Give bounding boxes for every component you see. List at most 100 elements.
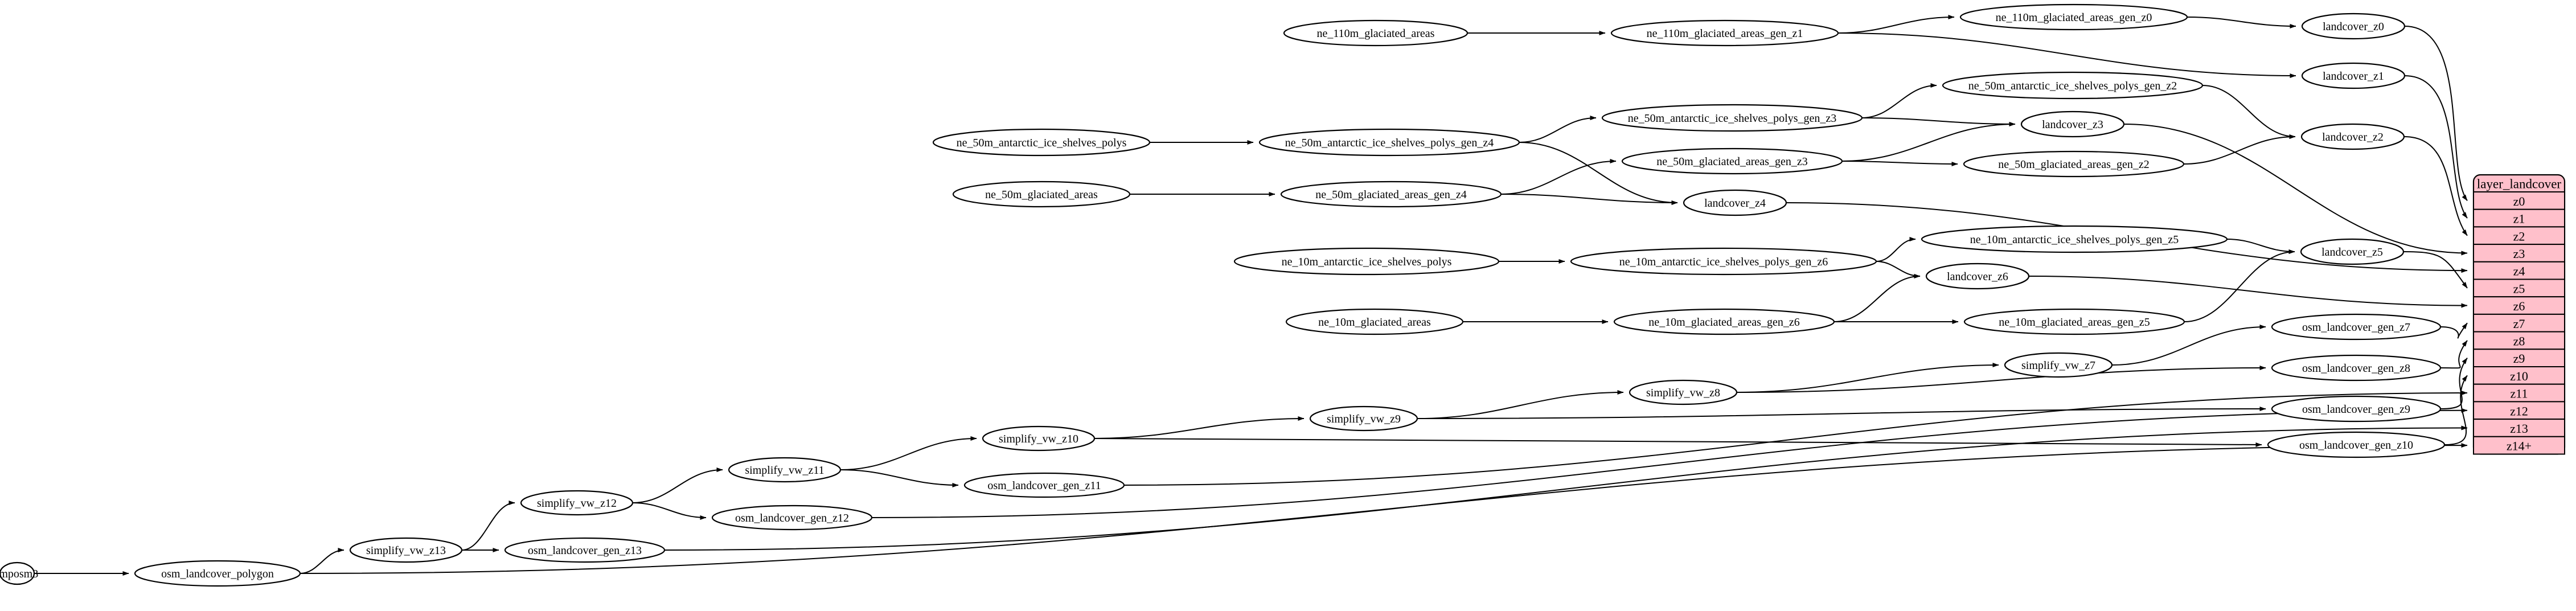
- graph-node-simplify_vw_z13[interactable]: simplify_vw_z13: [349, 537, 463, 563]
- table-row[interactable]: [2473, 208, 2565, 228]
- table-cell-z12: z12: [2510, 404, 2528, 418]
- node-shape: [1233, 247, 1500, 276]
- graph-node-ne_50m_glaciated_areas[interactable]: ne_50m_glaciated_areas: [952, 181, 1131, 208]
- edge-simplify_vw_z12-to-osm_landcover_gen_z12: [632, 502, 707, 520]
- table-row[interactable]: [2473, 244, 2565, 263]
- edge-simplify_vw_z10-to-simplify_vw_z9: [1094, 416, 1305, 439]
- table-row[interactable]: [2473, 401, 2565, 420]
- node-label: simplify_vw_z9: [1327, 413, 1401, 425]
- graph-node-ne_10m_antarctic_ice_shelves_polys_gen_z5[interactable]: ne_10m_antarctic_ice_shelves_polys_gen_z…: [1921, 225, 2228, 253]
- edge-ne_10m_antarctic_ice_shelves_polys_gen_z5-to-landcover_z5: [2226, 239, 2295, 254]
- table-cell-z1: z1: [2513, 212, 2525, 226]
- graph-node-ne_10m_antarctic_ice_shelves_polys[interactable]: ne_10m_antarctic_ice_shelves_polys: [1233, 247, 1500, 276]
- graph-node-simplify_vw_z10[interactable]: simplify_vw_z10: [982, 425, 1096, 452]
- table-cell-z2: z2: [2513, 229, 2525, 243]
- node-shape: [1610, 19, 1839, 47]
- graph-node-osm_landcover_polygon[interactable]: osm_landcover_polygon: [134, 560, 301, 587]
- node-label: simplify_vw_z10: [999, 433, 1078, 445]
- node-shape: [963, 472, 1125, 498]
- graph-node-osm_landcover_gen_z8[interactable]: osm_landcover_gen_z8: [2271, 354, 2442, 382]
- edge-ne_50m_glaciated_areas_gen_z4-to-landcover_z4: [1500, 194, 1678, 205]
- table-cell-z0: z0: [2513, 194, 2525, 208]
- graph-node-simplify_vw_z7[interactable]: simplify_vw_z7: [2004, 352, 2113, 378]
- graph-node-simplify_vw_z8[interactable]: simplify_vw_z8: [1629, 379, 1738, 405]
- table-row[interactable]: [2473, 383, 2565, 403]
- node-label: osm_landcover_gen_z12: [735, 512, 849, 524]
- graph-node-ne_50m_glaciated_areas_gen_z3[interactable]: ne_50m_glaciated_areas_gen_z3: [1621, 147, 1843, 175]
- graph-node-landcover_z3[interactable]: landcover_z3: [2020, 110, 2125, 138]
- graph-node-ne_110m_glaciated_areas[interactable]: ne_110m_glaciated_areas: [1283, 19, 1469, 47]
- graph-node-landcover_z0[interactable]: landcover_z0: [2301, 13, 2406, 40]
- nodes-layer: imposm3 osm_landcover_polygon simplify_vw_…: [0, 3, 2446, 587]
- node-shape: [1942, 71, 2204, 100]
- node-label: ne_50m_antarctic_ice_shelves_polys: [957, 137, 1127, 149]
- node-label: ne_10m_glaciated_areas_gen_z5: [1999, 316, 2150, 329]
- node-shape: [1280, 181, 1502, 208]
- table-row[interactable]: [2473, 278, 2565, 298]
- graph-node-ne_10m_glaciated_areas[interactable]: ne_10m_glaciated_areas: [1285, 308, 1464, 335]
- graph-node-landcover_z2[interactable]: landcover_z2: [2300, 123, 2405, 150]
- node-shape: [2271, 395, 2442, 423]
- node-shape: [2020, 110, 2125, 138]
- edge-landcover_z2-to-layer_landcover-z2: [2403, 136, 2468, 236]
- node-shape: [520, 490, 634, 516]
- graph-node-simplify_vw_z12[interactable]: simplify_vw_z12: [520, 490, 634, 516]
- node-label: ne_110m_glaciated_areas_gen_z1: [1647, 27, 1803, 40]
- node-shape: [2271, 354, 2442, 382]
- graph-node-ne_10m_antarctic_ice_shelves_polys_gen_z6[interactable]: ne_10m_antarctic_ice_shelves_polys_gen_z…: [1570, 247, 1877, 276]
- graph-node-osm_landcover_gen_z13[interactable]: osm_landcover_gen_z13: [504, 537, 666, 563]
- table-row[interactable]: [2473, 313, 2565, 333]
- graph-node-imposm3[interactable]: imposm3: [0, 561, 38, 585]
- node-shape: [1613, 308, 1835, 335]
- table-row[interactable]: [2473, 366, 2565, 385]
- table-cell-z9: z9: [2513, 351, 2525, 366]
- node-shape: [952, 181, 1131, 208]
- node-label: ne_50m_antarctic_ice_shelves_polys_gen_z…: [1968, 80, 2177, 92]
- graph-node-ne_50m_glaciated_areas_gen_z2[interactable]: ne_50m_glaciated_areas_gen_z2: [1963, 150, 2185, 178]
- graph-node-landcover_z1[interactable]: landcover_z1: [2301, 62, 2406, 89]
- node-label: simplify_vw_z11: [745, 464, 824, 477]
- node-label: simplify_vw_z7: [2021, 359, 2095, 372]
- graph-node-osm_landcover_gen_z9[interactable]: osm_landcover_gen_z9: [2271, 395, 2442, 423]
- edge-ne_50m_glaciated_areas_gen_z2-to-landcover_z2: [2183, 134, 2296, 165]
- graph-node-osm_landcover_gen_z12[interactable]: osm_landcover_gen_z12: [711, 505, 873, 531]
- graph-node-ne_10m_glaciated_areas_gen_z5[interactable]: ne_10m_glaciated_areas_gen_z5: [1963, 308, 2185, 335]
- graph-node-ne_50m_antarctic_ice_shelves_polys_gen_z3[interactable]: ne_50m_antarctic_ice_shelves_polys_gen_z…: [1601, 104, 1863, 132]
- graph-node-ne_110m_glaciated_areas_gen_z1[interactable]: ne_110m_glaciated_areas_gen_z1: [1610, 19, 1839, 47]
- graph-node-osm_landcover_gen_z11[interactable]: osm_landcover_gen_z11: [963, 472, 1125, 498]
- node-label: ne_10m_antarctic_ice_shelves_polys_gen_z…: [1619, 256, 1828, 268]
- graph-node-simplify_vw_z9[interactable]: simplify_vw_z9: [1309, 405, 1418, 432]
- edge-ne_10m_glaciated_areas_gen_z5-to-landcover_z5: [2184, 249, 2295, 322]
- node-label: osm_landcover_gen_z8: [2302, 362, 2410, 375]
- node-label: osm_landcover_gen_z7: [2302, 321, 2410, 334]
- node-shape: [1959, 3, 2188, 31]
- table-row[interactable]: [2473, 331, 2565, 350]
- table-cell-z10: z10: [2510, 369, 2528, 383]
- graph-node-ne_50m_antarctic_ice_shelves_polys_gen_z4[interactable]: ne_50m_antarctic_ice_shelves_polys_gen_z…: [1258, 128, 1520, 157]
- edge-simplify_vw_z11-to-osm_landcover_gen_z11: [840, 469, 959, 487]
- graph-node-osm_landcover_gen_z10[interactable]: osm_landcover_gen_z10: [2267, 431, 2446, 458]
- graph-node-landcover_z6[interactable]: landcover_z6: [1925, 263, 2030, 290]
- table-row[interactable]: [2473, 436, 2565, 455]
- node-label: osm_landcover_gen_z10: [2299, 439, 2413, 452]
- graph-node-ne_10m_glaciated_areas_gen_z6[interactable]: ne_10m_glaciated_areas_gen_z6: [1613, 308, 1835, 335]
- graph-node-ne_50m_antarctic_ice_shelves_polys_gen_z2[interactable]: ne_50m_antarctic_ice_shelves_polys_gen_z…: [1942, 71, 2204, 100]
- node-label: osm_landcover_polygon: [161, 568, 274, 580]
- node-shape: [1963, 308, 2185, 335]
- graph-node-osm_landcover_gen_z7[interactable]: osm_landcover_gen_z7: [2271, 313, 2442, 341]
- edge-simplify_vw_z9-to-simplify_vw_z8: [1417, 390, 1624, 419]
- table-row[interactable]: [2473, 296, 2565, 315]
- table-row[interactable]: [2473, 348, 2565, 367]
- graph-node-landcover_z5[interactable]: landcover_z5: [2300, 238, 2405, 265]
- graph-node-ne_110m_glaciated_areas_gen_z0[interactable]: ne_110m_glaciated_areas_gen_z0: [1959, 3, 2188, 31]
- graph-node-landcover_z4[interactable]: landcover_z4: [1683, 189, 1787, 216]
- node-label: osm_landcover_gen_z9: [2302, 403, 2410, 416]
- edge-ne_50m_antarctic_ice_shelves_polys_gen_z2-to-landcover_z2: [2202, 85, 2296, 139]
- edge-landcover_z0-to-layer_landcover-z0: [2404, 26, 2468, 201]
- graph-node-simplify_vw_z11[interactable]: simplify_vw_z11: [728, 457, 842, 483]
- graph-node-ne_50m_glaciated_areas_gen_z4[interactable]: ne_50m_glaciated_areas_gen_z4: [1280, 181, 1502, 208]
- node-shape: [2300, 123, 2405, 150]
- edges-layer: [34, 15, 2468, 576]
- graph-node-ne_50m_antarctic_ice_shelves_polys[interactable]: ne_50m_antarctic_ice_shelves_polys: [932, 128, 1151, 157]
